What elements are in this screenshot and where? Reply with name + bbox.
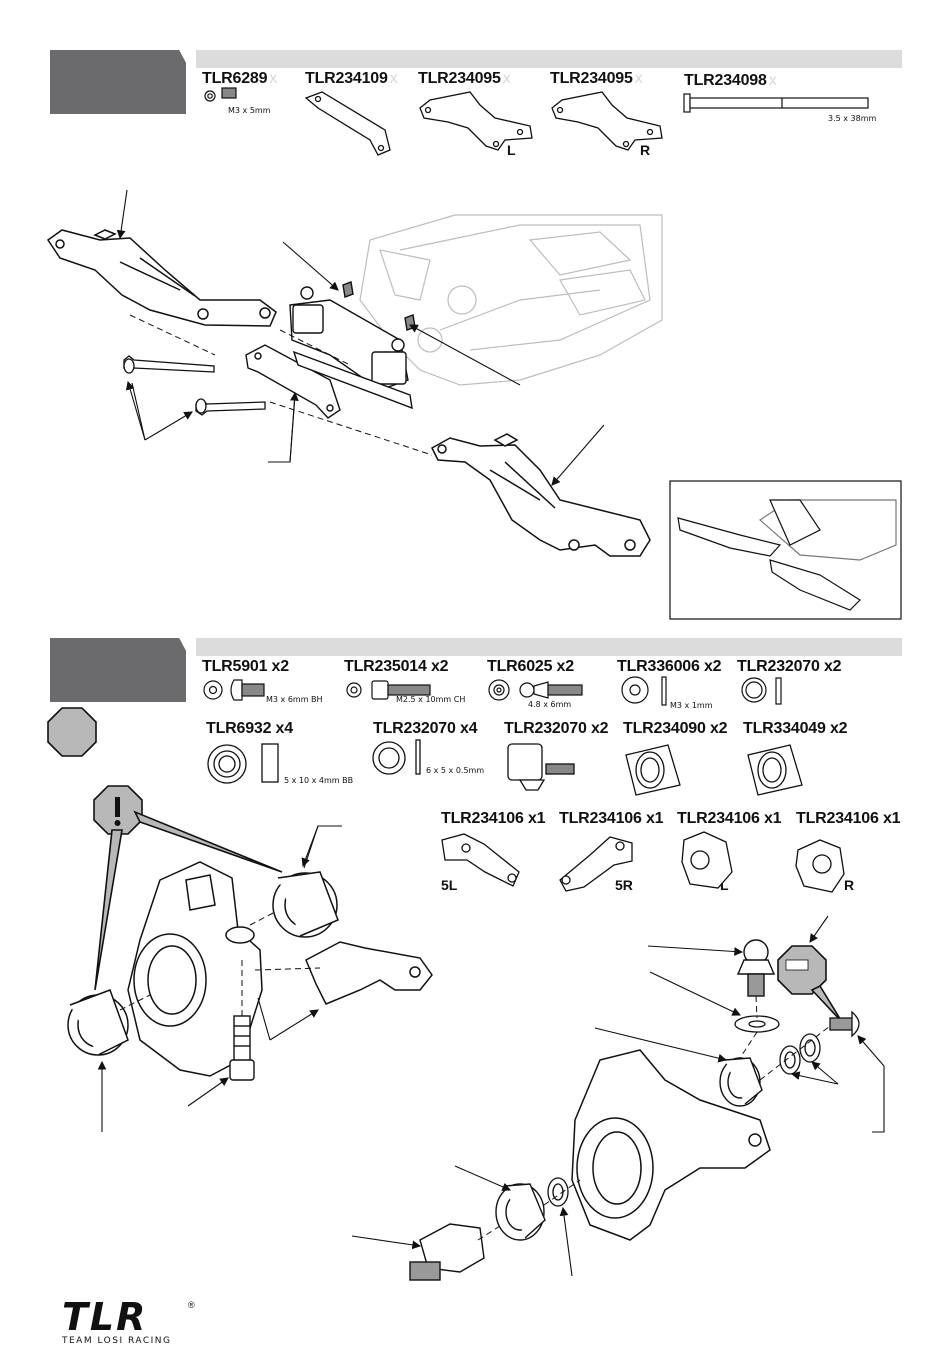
outer-bearing	[719, 1057, 763, 1107]
hinge-pin-icon	[683, 93, 869, 113]
step1-spec-4: 3.5 x 38mm	[828, 114, 877, 123]
step2-row1-part-3: TLR336006 x2	[617, 658, 722, 675]
logo-tagline: TEAM LOSI RACING	[62, 1336, 172, 1346]
step2-row2-spec-1: 6 x 5 x 0.5mm	[426, 766, 485, 775]
bearing-icon	[207, 743, 279, 784]
chassis-ghost	[359, 214, 663, 386]
washer-small-icon	[346, 682, 362, 698]
button-head-screw-icon	[230, 679, 265, 701]
step2-row1-spec-0: M3 x 6mm BH	[266, 695, 323, 704]
caution-icon-2	[777, 945, 843, 1023]
step2-header-bar	[196, 638, 902, 656]
step2-row3-part-0: TLR234106 x1	[441, 810, 546, 827]
bearing-carrier-icon-2	[747, 744, 803, 796]
left-arm	[46, 229, 277, 327]
warning-icon	[47, 707, 97, 757]
bh-screw	[829, 1010, 860, 1038]
bearing-carrier-icon	[625, 744, 681, 796]
hinge-pins	[123, 355, 266, 416]
step2-row2-spec-0: 5 x 10 x 4mm BB	[284, 776, 354, 785]
right-hub-assembly	[571, 1049, 771, 1241]
step2-row2-part-3: TLR234090 x2	[623, 720, 728, 737]
shim-washer-icon	[372, 739, 421, 775]
step2-number-box	[50, 638, 186, 702]
step2-row1-part-2: TLR6025 x2	[487, 658, 574, 675]
logo-mark: TLR	[62, 1295, 148, 1339]
step2-row3-part-1: TLR234106 x1	[559, 810, 664, 827]
washer-icon	[203, 680, 223, 700]
step2-row1-spec-1: M2.5 x 10mm CH	[396, 695, 466, 704]
left-hub-assembly	[127, 861, 263, 1077]
stud-washer	[734, 1015, 780, 1033]
hub-l-icon	[681, 831, 733, 889]
right-bearing-carrier	[272, 871, 339, 938]
shim-icon	[621, 676, 667, 706]
spacer-icon	[741, 677, 782, 705]
assembled-view-inset	[669, 480, 902, 620]
axle-stub-icon	[507, 743, 575, 791]
shims-right	[779, 1033, 821, 1075]
step2-row2-part-4: TLR334049 x2	[743, 720, 848, 737]
arm-left-icon	[419, 91, 533, 151]
step2-row1-part-4: TLR232070 x2	[737, 658, 842, 675]
step2-row3-side-0: 5L	[441, 877, 458, 893]
cap-head-screw-icon	[371, 680, 431, 700]
step2-row2-part-1: TLR232070 x4	[373, 720, 478, 737]
axle-stub	[409, 1223, 485, 1281]
step2-row3-side-2: L	[720, 877, 729, 893]
tlr-logo: TLR TEAM LOSI RACING	[62, 1295, 172, 1346]
step2-row3-side-3: R	[844, 877, 855, 893]
bulkhead-plate	[245, 344, 413, 419]
left-bearing-carrier	[67, 989, 129, 1056]
cap-screw	[229, 1015, 255, 1081]
washer-large-icon	[488, 679, 510, 701]
steering-block	[305, 941, 433, 1005]
steering-arm-5r-icon	[559, 836, 633, 892]
step2-row2-part-2: TLR232070 x2	[504, 720, 609, 737]
arm-right-icon	[551, 91, 663, 151]
ball-stud	[736, 939, 776, 997]
step1-number-box	[50, 50, 186, 114]
step2-row2-part-0: TLR6932 x4	[206, 720, 293, 737]
registered-mark: ®	[188, 1300, 195, 1310]
step2-row1-spec-2: 4.8 x 6mm	[528, 700, 572, 709]
step2-row3-side-1: 5R	[615, 877, 633, 893]
steering-arm-5l-icon	[441, 833, 520, 887]
hub-r-icon	[795, 839, 845, 893]
inner-bearing	[495, 1183, 546, 1241]
step2-row3-part-2: TLR234106 x1	[677, 810, 782, 827]
step1-header-bar	[196, 50, 902, 68]
step1-side-2: L	[507, 142, 516, 158]
step1-spec-0: M3 x 5mm	[228, 106, 271, 115]
axle-shim	[547, 1177, 569, 1207]
step2-row1-spec-3: M3 x 1mm	[670, 701, 713, 710]
ball-stud-icon	[519, 681, 583, 699]
step2-row1-part-1: TLR235014 x2	[344, 658, 449, 675]
step1-side-3: R	[640, 142, 651, 158]
right-arm	[431, 433, 651, 557]
caution-icon	[93, 785, 283, 991]
front-bulkhead	[289, 281, 416, 391]
screw-m3x5-icon	[204, 87, 237, 102]
step2-row3-part-3: TLR234106 x1	[796, 810, 901, 827]
step2-row1-part-0: TLR5901 x2	[202, 658, 289, 675]
bulkhead-plate-icon	[304, 91, 391, 156]
